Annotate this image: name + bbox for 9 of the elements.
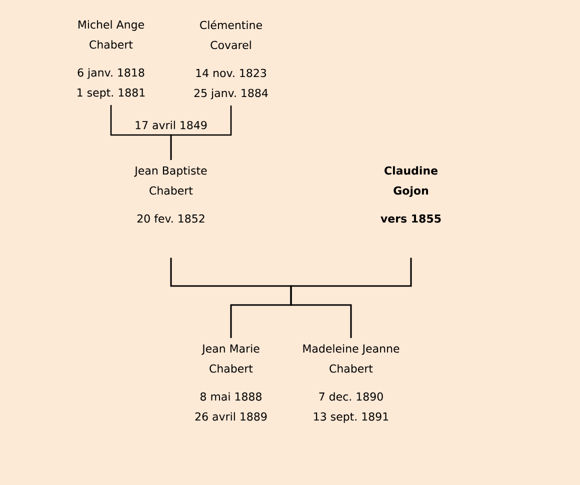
person-entry: Madeleine Jeanne Chabert 7 dec. 1890 13 sept. 1891 bbox=[303, 344, 400, 423]
edge-label: 17 avril 1849 bbox=[134, 120, 208, 130]
person-entry: Jean Marie Chabert 8 mai 1888 26 avril 1889 bbox=[195, 344, 267, 421]
connector-line bbox=[290, 258, 412, 338]
person-entry: Clémentine Covarel 14 nov. 1823 25 janv. 1884 bbox=[194, 20, 268, 100]
person-entry: Claudine Gojon vers 1855 bbox=[380, 166, 441, 223]
person-entry: Michel Ange Chabert 6 janv. 1818 1 sept. 1881 bbox=[78, 20, 145, 99]
person-entry: Jean Baptiste Chabert 20 fev. 1852 bbox=[134, 166, 207, 223]
connector-line bbox=[170, 105, 232, 160]
